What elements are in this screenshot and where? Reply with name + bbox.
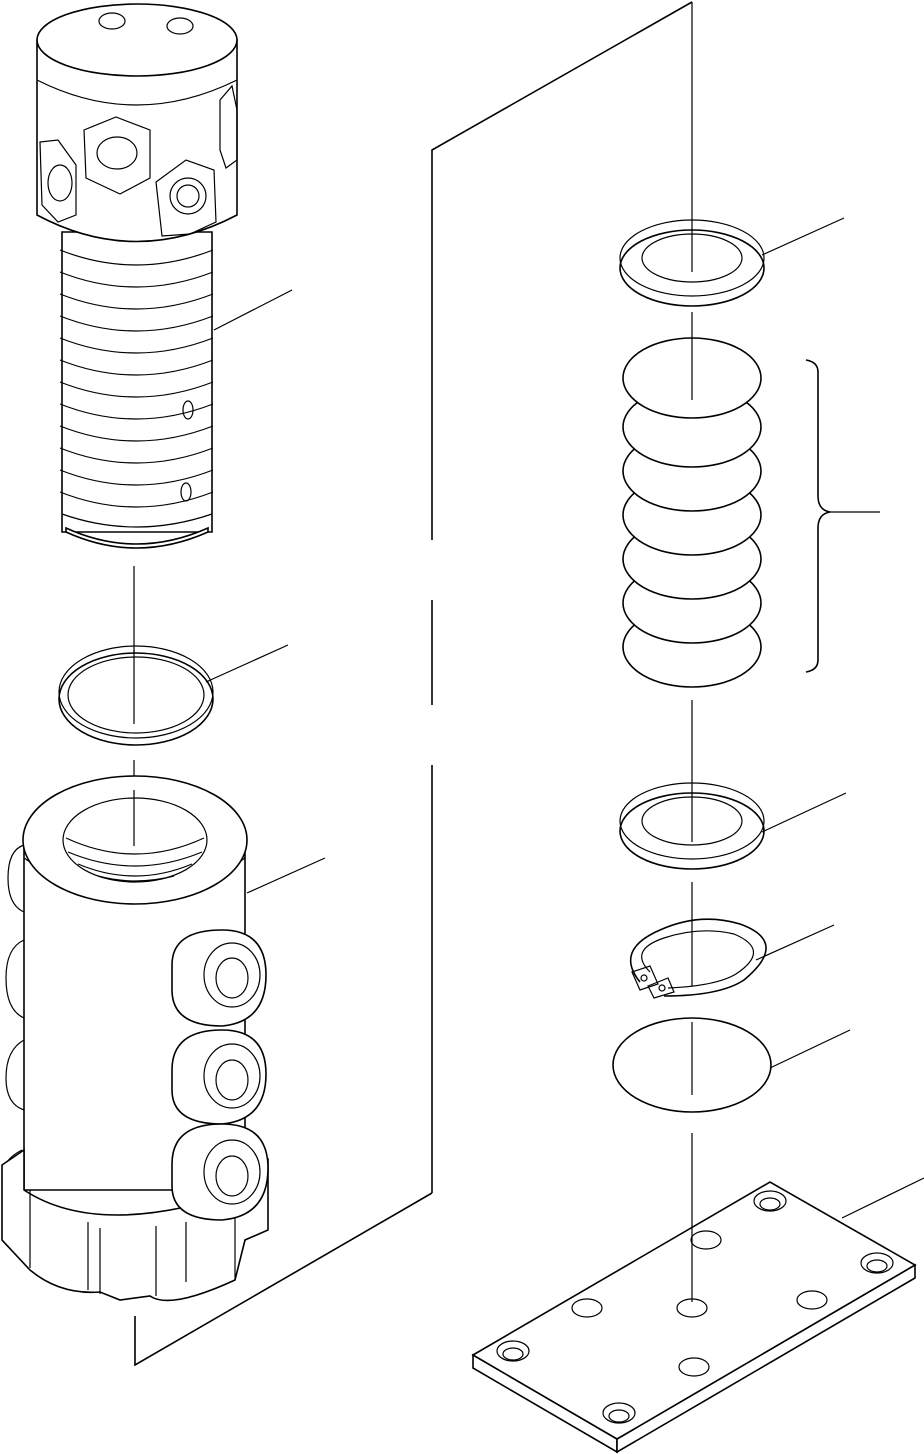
mounting-plate	[473, 1182, 915, 1452]
valve-body-port	[172, 930, 266, 1026]
valve-body-port	[172, 1030, 266, 1124]
mounting-plate-bolt-holes	[497, 1191, 893, 1423]
callout-line	[214, 290, 292, 330]
callout-line	[762, 218, 844, 255]
callout-line	[762, 793, 846, 832]
valve-plug	[37, 4, 237, 548]
callout-line	[247, 858, 325, 893]
callout-line	[206, 645, 288, 682]
spring-set-brace	[806, 360, 830, 672]
valve-plug-threads	[60, 250, 213, 527]
valve-body	[2, 776, 268, 1300]
callout-line	[770, 1030, 850, 1068]
assembly-boundary-frame	[135, 2, 692, 1365]
valve-body-port	[172, 1124, 268, 1220]
o-ring	[59, 646, 213, 745]
snap-ring	[631, 919, 766, 998]
callout-line	[842, 1178, 924, 1218]
spring-set	[623, 338, 761, 687]
callout-line	[756, 925, 834, 960]
